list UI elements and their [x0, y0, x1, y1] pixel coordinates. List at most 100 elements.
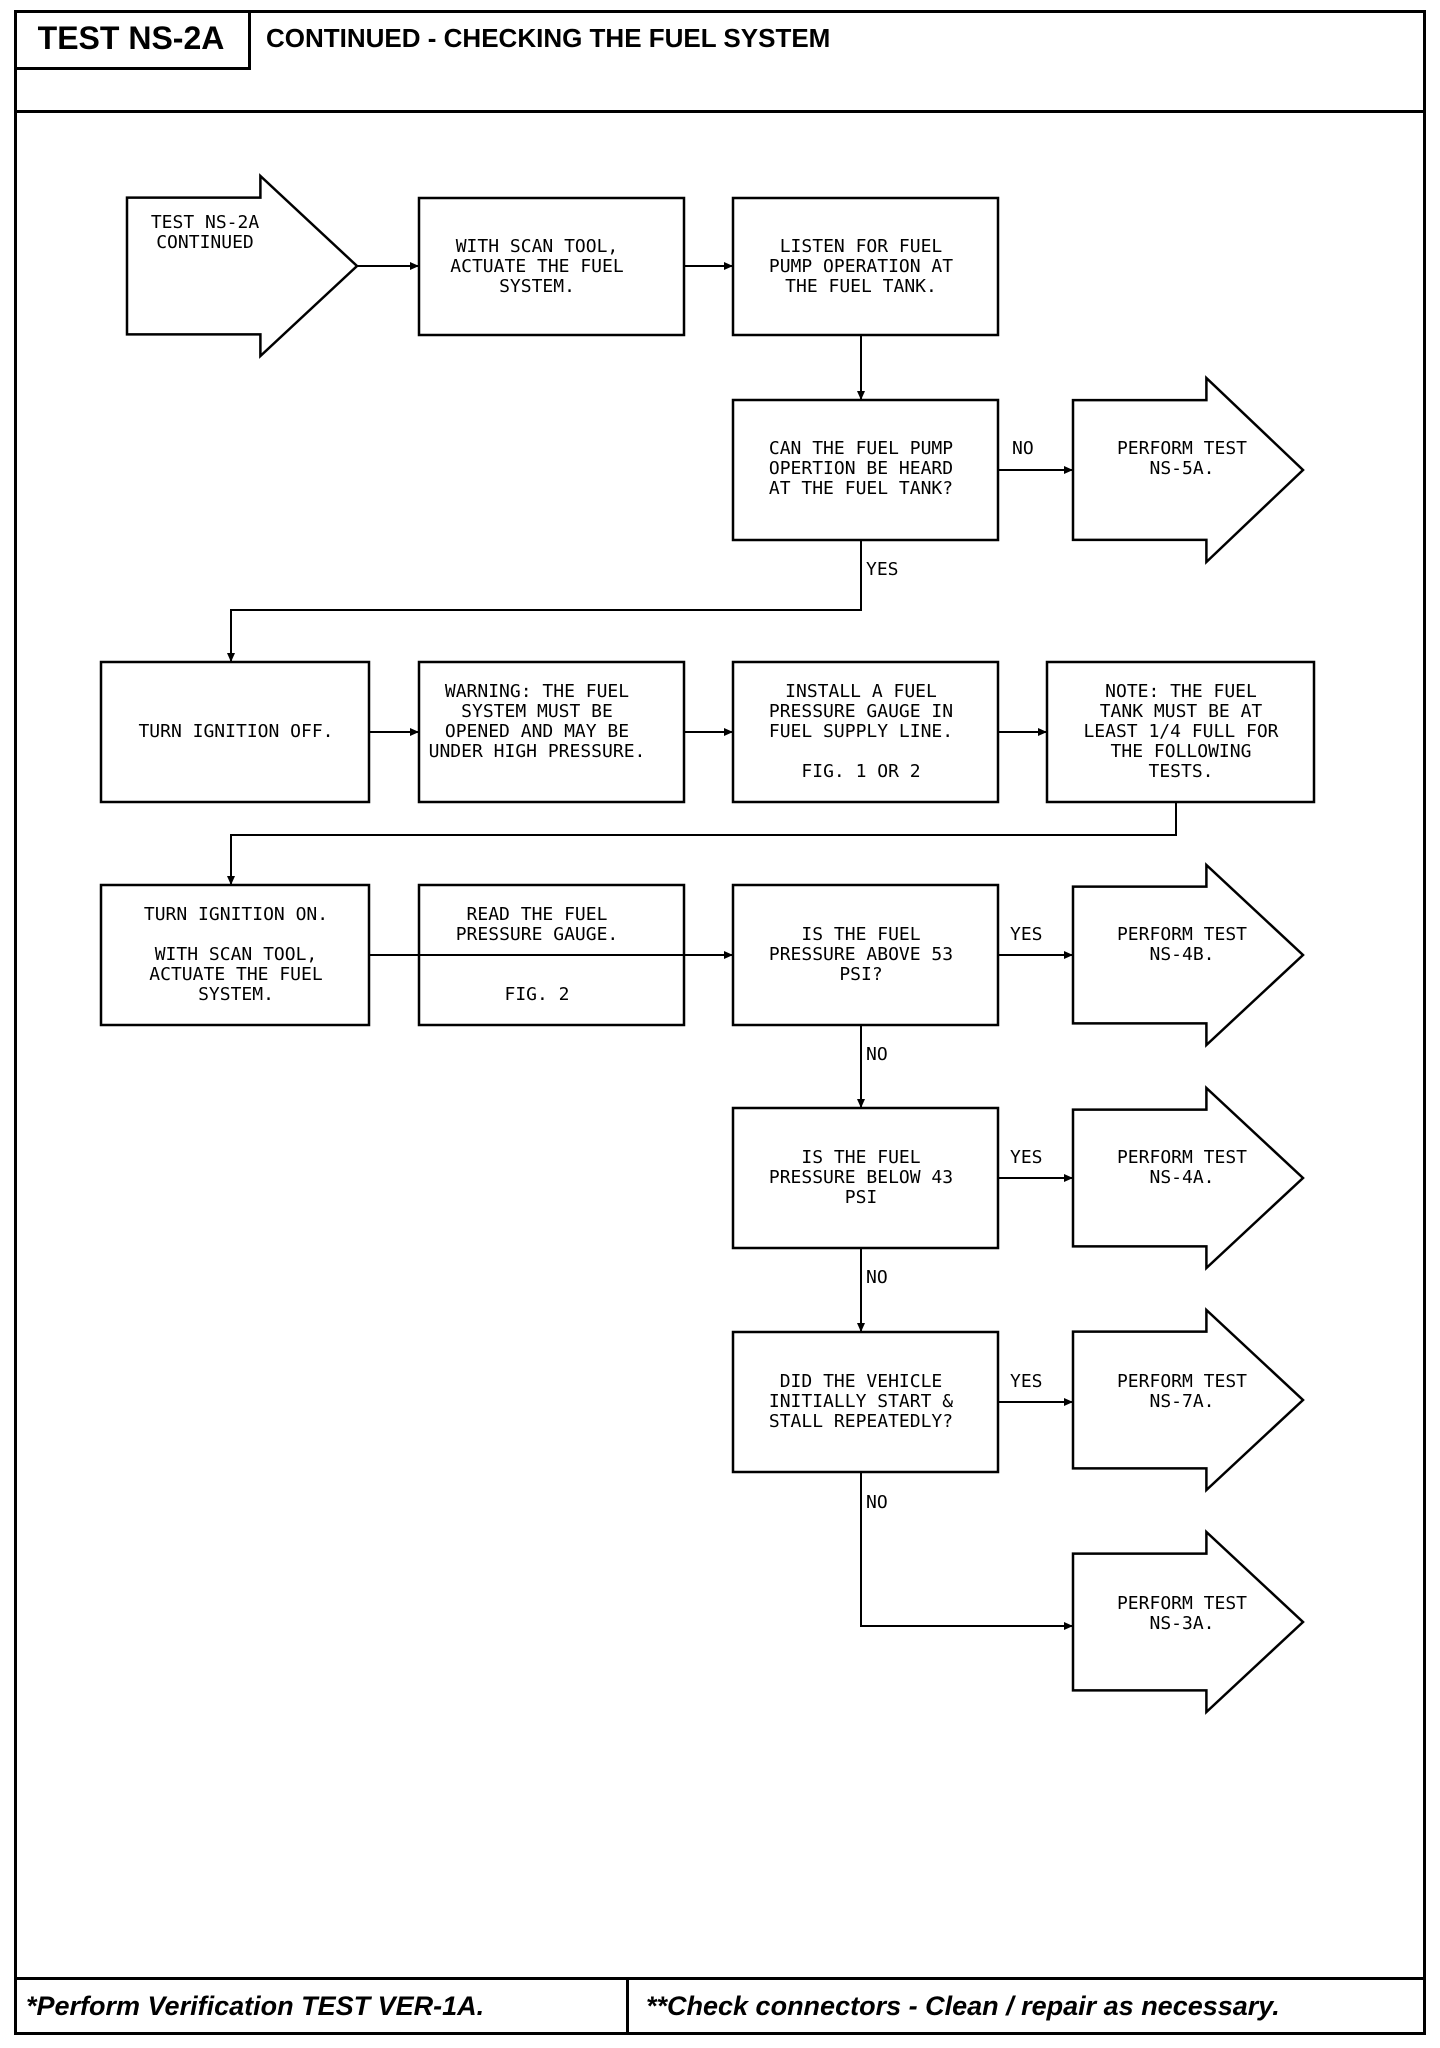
node-text-line: DID THE VEHICLE	[780, 1371, 943, 1392]
arrowhead	[857, 1099, 865, 1108]
node-text-line: OPERTION BE HEARD	[769, 458, 953, 479]
node-text-line: THE FUEL TANK.	[785, 276, 937, 297]
arrowhead	[857, 391, 865, 400]
node-shape	[417, 196, 686, 337]
node-text-line: PRESSURE ABOVE 53	[769, 944, 953, 965]
node-text-line: OPENED AND MAY BE	[445, 721, 629, 742]
node-shape	[1071, 1307, 1305, 1493]
node-shape	[731, 883, 1000, 1027]
node-text-line: WARNING: THE FUEL	[445, 681, 629, 702]
node-shape	[1071, 1529, 1305, 1715]
edge-label-no: NO	[1012, 438, 1034, 459]
node-shape	[731, 660, 1000, 804]
node-ign-on: TURN IGNITION ON. WITH SCAN TOOL,ACTUATE …	[99, 883, 371, 1027]
node-shape	[1071, 862, 1305, 1048]
connector-line	[860, 1472, 1073, 1627]
node-text-line: STALL REPEATEDLY?	[769, 1411, 953, 1432]
node-text-line: INITIALLY START &	[769, 1391, 953, 1412]
node-text-line: TURN IGNITION ON.	[144, 904, 328, 925]
arrowhead	[410, 728, 419, 736]
node-text-line: PUMP OPERATION AT	[769, 256, 953, 277]
node-text-line: IS THE FUEL	[801, 924, 920, 945]
node-text-line: NOTE: THE FUEL	[1105, 681, 1257, 702]
header-bar	[14, 10, 1426, 113]
arrowhead	[227, 653, 235, 662]
arrowhead	[410, 262, 419, 270]
edge-label-no: NO	[866, 1044, 888, 1065]
node-ign-off: TURN IGNITION OFF.	[99, 660, 371, 804]
footer-bar	[14, 1977, 1426, 2035]
edge-label-yes: YES	[866, 559, 899, 580]
node-text-line: PERFORM TEST	[1117, 1593, 1247, 1614]
node-text-line: NS-3A.	[1149, 1613, 1214, 1634]
edge-label-no: NO	[866, 1267, 888, 1288]
node-text-line: NS-5A.	[1149, 458, 1214, 479]
node-shape	[417, 660, 686, 804]
node-text-line: PRESSURE GAUGE.	[456, 924, 619, 945]
node-text-line: TEST NS-2A	[151, 212, 260, 233]
node-shape	[1045, 660, 1316, 804]
node-text-line: CONTINUED	[156, 232, 254, 253]
node-text-line: SYSTEM MUST BE	[461, 701, 613, 722]
node-text-line: PERFORM TEST	[1117, 1147, 1247, 1168]
edge-label-yes: YES	[1010, 1371, 1043, 1392]
node-text-line: NS-4A.	[1149, 1167, 1214, 1188]
connector-line	[230, 802, 1177, 885]
node-shape	[731, 398, 1000, 542]
node-text-line: WITH SCAN TOOL,	[456, 236, 619, 257]
node-text-line: LEAST 1/4 FULL FOR	[1083, 721, 1278, 742]
arrowhead	[1064, 1174, 1073, 1182]
node-shape	[1071, 375, 1305, 565]
node-text-line: AT THE FUEL TANK?	[769, 478, 953, 499]
node-text-line: NS-7A.	[1149, 1391, 1214, 1412]
node-text-line: PSI	[845, 1187, 878, 1208]
node-text-line: PRESSURE GAUGE IN	[769, 701, 953, 722]
node-text-line: WITH SCAN TOOL,	[155, 944, 318, 965]
node-text-line: SYSTEM.	[198, 984, 274, 1005]
edge-label-yes: YES	[1010, 924, 1043, 945]
node-text-line: PRESSURE BELOW 43	[769, 1167, 953, 1188]
node-text-line: SYSTEM.	[499, 276, 575, 297]
arrowhead	[1064, 951, 1073, 959]
arrowhead	[1038, 728, 1047, 736]
node-text-line: UNDER HIGH PRESSURE.	[429, 741, 646, 762]
node-text-line: READ THE FUEL	[467, 904, 608, 925]
arrowhead	[227, 876, 235, 885]
edge-label-yes: YES	[1010, 1147, 1043, 1168]
node-shape	[1071, 1085, 1305, 1271]
node-text-line: PERFORM TEST	[1117, 438, 1247, 459]
node-shape	[125, 173, 359, 359]
node-text-line: ACTUATE THE FUEL	[450, 256, 624, 277]
footer-note-verification: *Perform Verification TEST VER-1A.	[26, 1990, 485, 2021]
footer-note-connectors: **Check connectors - Clean / repair as n…	[646, 1990, 1280, 2021]
node-text-line: TESTS.	[1148, 761, 1213, 782]
edge-label-no: NO	[866, 1492, 888, 1513]
node-text-line: PERFORM TEST	[1117, 924, 1247, 945]
node-text-line: LISTEN FOR FUEL	[780, 236, 943, 257]
node-text-line: FIG. 2	[504, 984, 569, 1005]
node-shape	[731, 196, 1000, 337]
arrowhead	[1064, 466, 1073, 474]
footer-divider	[626, 1977, 629, 2035]
arrowhead	[724, 262, 733, 270]
node-text-line: THE FOLLOWING	[1111, 741, 1252, 762]
node-text-line: IS THE FUEL	[801, 1147, 920, 1168]
node-text-line: NS-4B.	[1149, 944, 1214, 965]
node-text-line: CAN THE FUEL PUMP	[769, 438, 953, 459]
node-text-line: FIG. 1 OR 2	[801, 761, 920, 782]
page-frame	[14, 10, 1426, 2035]
node-text-line: ACTUATE THE FUEL	[149, 964, 323, 985]
